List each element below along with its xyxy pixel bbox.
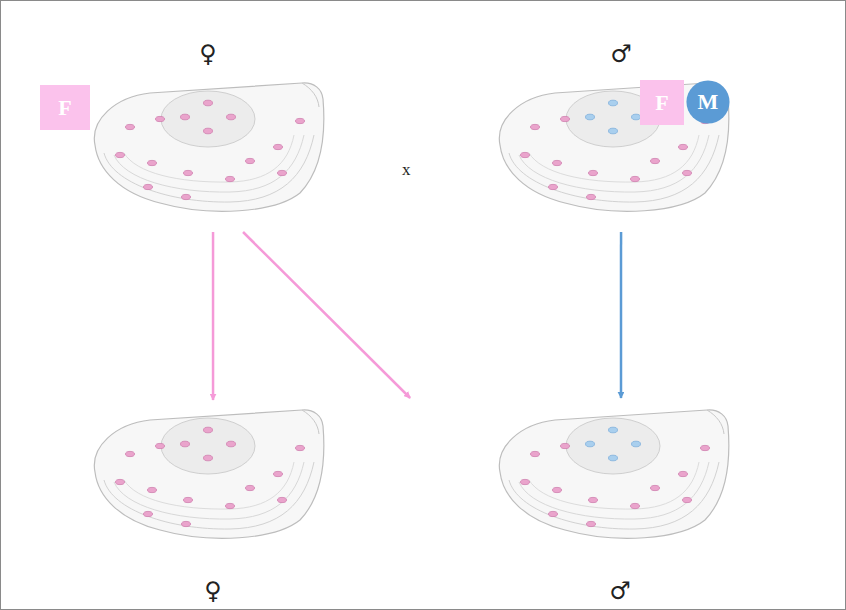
tag-letter: F (640, 80, 684, 125)
paternal-arrow (620, 232, 623, 398)
maternal-arrow (243, 232, 410, 398)
male-offspring: ♂ (405, 398, 725, 605)
sex-symbol: ♂ (609, 577, 631, 605)
female-offspring: ♀ (88, 400, 328, 605)
female-mussel: ♀ (88, 40, 328, 232)
m-mtdna-tag: M (686, 80, 730, 124)
tag-circle-fill (686, 80, 729, 123)
sex-symbol: ♂ (610, 40, 632, 68)
tag-letter: M (686, 80, 730, 124)
f-mtdna-tag: F (40, 85, 90, 130)
sex-symbol: ♀ (204, 577, 222, 605)
tag-letter: F (40, 85, 90, 130)
male-mussel: ♂ (490, 40, 750, 232)
f-mtdna-tag: F (640, 80, 684, 125)
cross-symbol: x (402, 160, 411, 180)
sex-symbol: ♀ (199, 40, 217, 68)
maternal-arrow (212, 232, 215, 400)
